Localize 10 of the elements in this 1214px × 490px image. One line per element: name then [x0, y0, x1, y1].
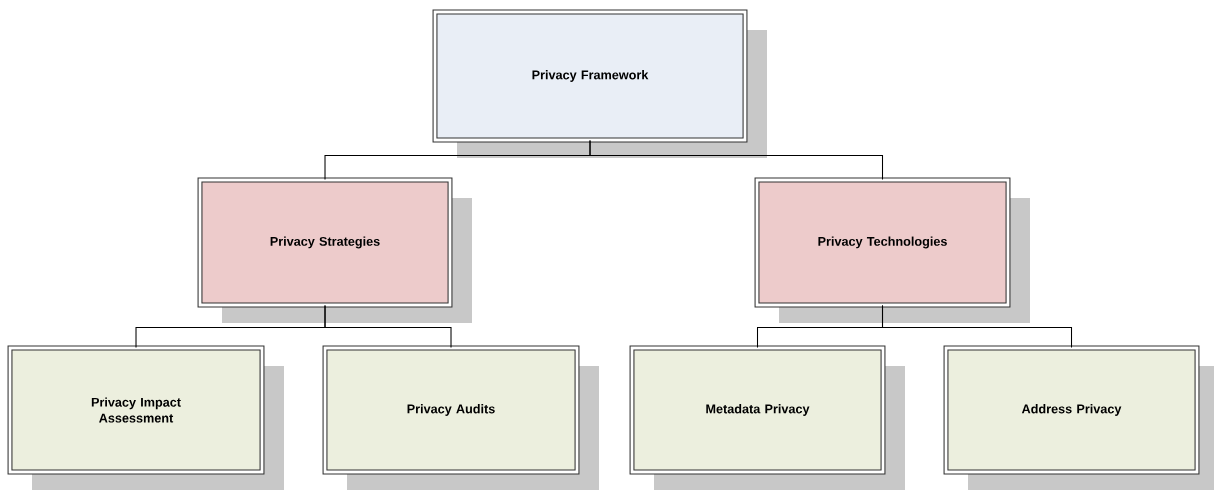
connector-line [589, 140, 884, 180]
org-box: Metadata Privacy [629, 345, 905, 490]
org-box: Privacy Impact Assessment [7, 345, 284, 490]
org-box: Privacy Framework [432, 9, 767, 158]
org-box: Address Privacy [943, 345, 1214, 490]
org-box: Privacy Strategies [197, 177, 472, 323]
connector-line [324, 305, 452, 348]
connector-line [882, 305, 1073, 348]
org-box: Privacy Technologies [754, 177, 1030, 323]
org-box: Privacy Audits [322, 345, 599, 490]
